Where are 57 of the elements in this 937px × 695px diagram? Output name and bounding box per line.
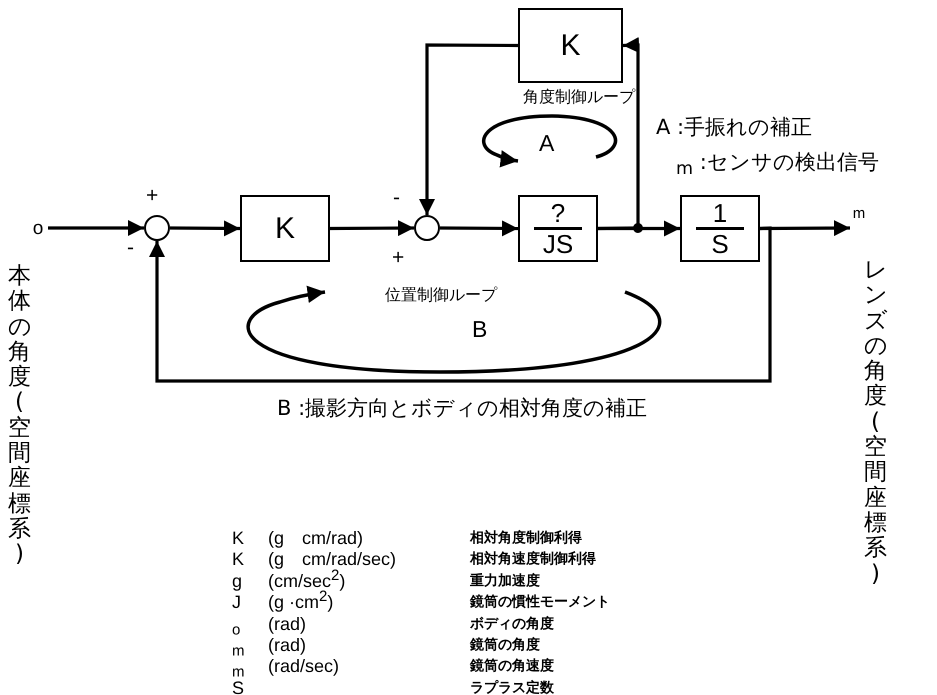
unit: (rad) <box>268 614 306 634</box>
description: 鏡筒の角度 <box>470 637 540 654</box>
vertical-caption: レンズの角度 (空間座標系) <box>864 258 887 587</box>
loop-name: 角度制御ループ <box>523 88 635 106</box>
description: 鏡筒の慣性モーメント <box>470 594 610 610</box>
signal-arrow <box>330 220 414 236</box>
unit: (cm/sec$^{2}$) <box>268 570 346 591</box>
transfer-block <box>518 8 623 83</box>
signal-arrow <box>149 226 772 383</box>
loop-letter: B <box>472 316 488 342</box>
symbol: m <box>232 662 244 678</box>
summing-junction <box>414 215 440 241</box>
sign-label: - <box>393 186 400 210</box>
unit: (g ·cm$^{2}$) <box>268 592 334 613</box>
symbol: o <box>232 620 240 634</box>
symbol: K <box>232 549 244 570</box>
symbol: K <box>232 528 244 549</box>
description: ラプラス定数 <box>470 680 554 695</box>
annotation: $_{m}$ :センサの検出信号 <box>676 150 879 174</box>
description: 相対角度制御利得 <box>470 530 582 546</box>
description: 鏡筒の角速度 <box>470 658 554 674</box>
denominator: JS <box>542 230 574 257</box>
description: 重力加速度 <box>470 572 540 589</box>
symbol: m <box>232 642 244 656</box>
annotation: A :手振れの補正 <box>656 115 812 140</box>
unit: (rad/sec) <box>268 656 340 678</box>
annotation: B :撮影方向とボディの相対角度の補正 <box>277 396 648 420</box>
description: 相対角速度制御利得 <box>470 551 596 568</box>
symbol: g <box>232 570 242 592</box>
description: ボディの角度 <box>470 616 554 632</box>
signal-arrow <box>598 36 640 230</box>
signal-arrow <box>440 220 518 236</box>
signal-label: m <box>852 206 866 221</box>
vertical-caption: 本体の角度 (空間座標系) <box>8 264 31 568</box>
unit: (rad) <box>268 635 306 656</box>
signal-label: o <box>32 218 44 238</box>
transfer-block <box>518 195 598 262</box>
transfer-block <box>680 195 760 262</box>
numerator: 1 <box>712 200 728 226</box>
gain-symbol: K <box>274 212 295 246</box>
numerator: ? <box>550 200 566 226</box>
gain-symbol: K <box>560 28 580 62</box>
unit: (g cm/rad) <box>268 528 364 549</box>
sign-label: + <box>146 184 158 208</box>
summing-junction <box>144 215 170 241</box>
sign-label: + <box>392 246 404 270</box>
loop-letter: A <box>539 130 554 156</box>
signal-arrow <box>170 220 240 236</box>
signal-arrow <box>48 220 144 236</box>
loop-name: 位置制御ループ <box>385 286 497 304</box>
sign-label: - <box>127 236 134 260</box>
unit: (g cm/rad/sec) <box>268 549 396 570</box>
symbol: J <box>232 592 241 613</box>
denominator: S <box>711 230 729 257</box>
signal-arrow <box>419 43 518 215</box>
transfer-block <box>240 195 330 262</box>
symbol: S <box>232 678 244 695</box>
